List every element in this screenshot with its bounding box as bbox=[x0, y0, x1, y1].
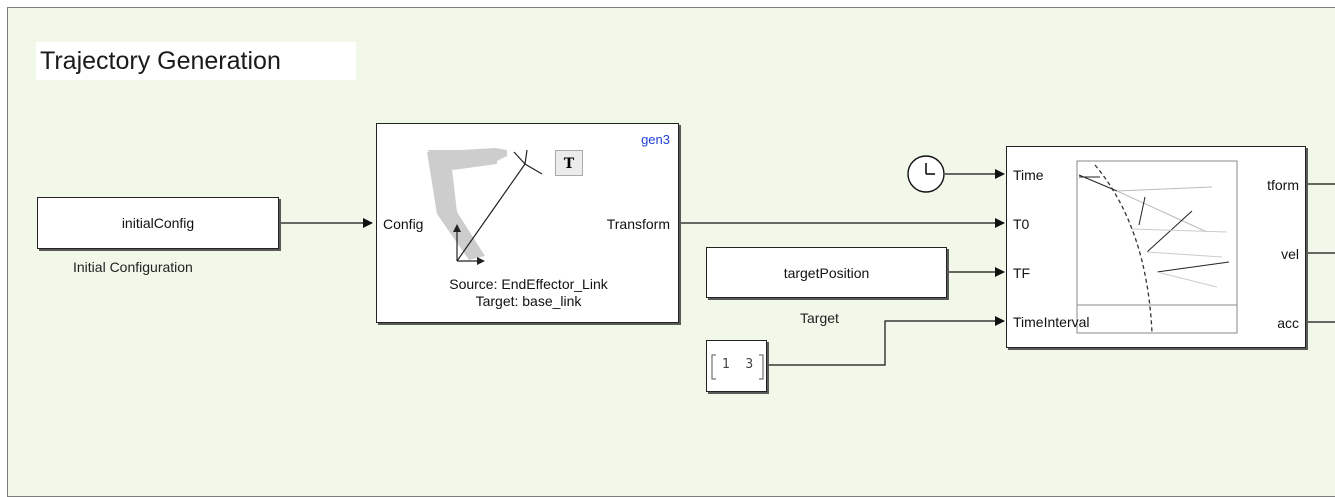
area-title: Trajectory Generation bbox=[36, 42, 356, 80]
initial-config-block[interactable]: initialConfig bbox=[37, 197, 279, 249]
bracket-icon bbox=[711, 354, 764, 380]
constant-value: 1 3 bbox=[721, 357, 754, 372]
transform-port: Transform bbox=[606, 216, 670, 232]
trajectory-plot-icon bbox=[1076, 160, 1238, 334]
tform-port: tform bbox=[1267, 177, 1299, 193]
wire-constant-to-timeinterval bbox=[767, 316, 1005, 366]
transform-target: Target: base_link bbox=[475, 293, 582, 309]
t0-port: T0 bbox=[1013, 216, 1030, 232]
clock-block[interactable] bbox=[906, 154, 946, 194]
config-port: Config bbox=[383, 216, 424, 232]
gen3-badge: gen3 bbox=[641, 132, 670, 147]
robot-arm-icon bbox=[427, 148, 543, 265]
timeinterval-port: TimeInterval bbox=[1013, 314, 1090, 330]
time-port: Time bbox=[1013, 167, 1044, 183]
tf-port: TF bbox=[1013, 265, 1031, 281]
acc-port: acc bbox=[1277, 315, 1299, 331]
get-transform-block[interactable]: T gen3 Config Transform Source: EndEffec… bbox=[376, 123, 679, 323]
trajectory-block[interactable]: Time T0 TF TimeInterval tform vel acc bbox=[1006, 146, 1306, 348]
vel-port: vel bbox=[1281, 246, 1299, 262]
transform-source: Source: EndEffector_Link bbox=[449, 276, 608, 292]
signal-lines bbox=[279, 169, 1335, 366]
target-position-block[interactable]: targetPosition bbox=[706, 247, 947, 298]
target-position-block-label: targetPosition bbox=[783, 264, 870, 281]
initial-config-caption: Initial Configuration bbox=[73, 259, 193, 275]
target-position-caption: Target bbox=[800, 310, 839, 326]
clock-icon bbox=[907, 155, 945, 193]
initial-config-block-label: initialConfig bbox=[121, 215, 195, 231]
constant-block[interactable]: 1 3 bbox=[706, 340, 767, 392]
t-badge: T bbox=[555, 150, 583, 176]
